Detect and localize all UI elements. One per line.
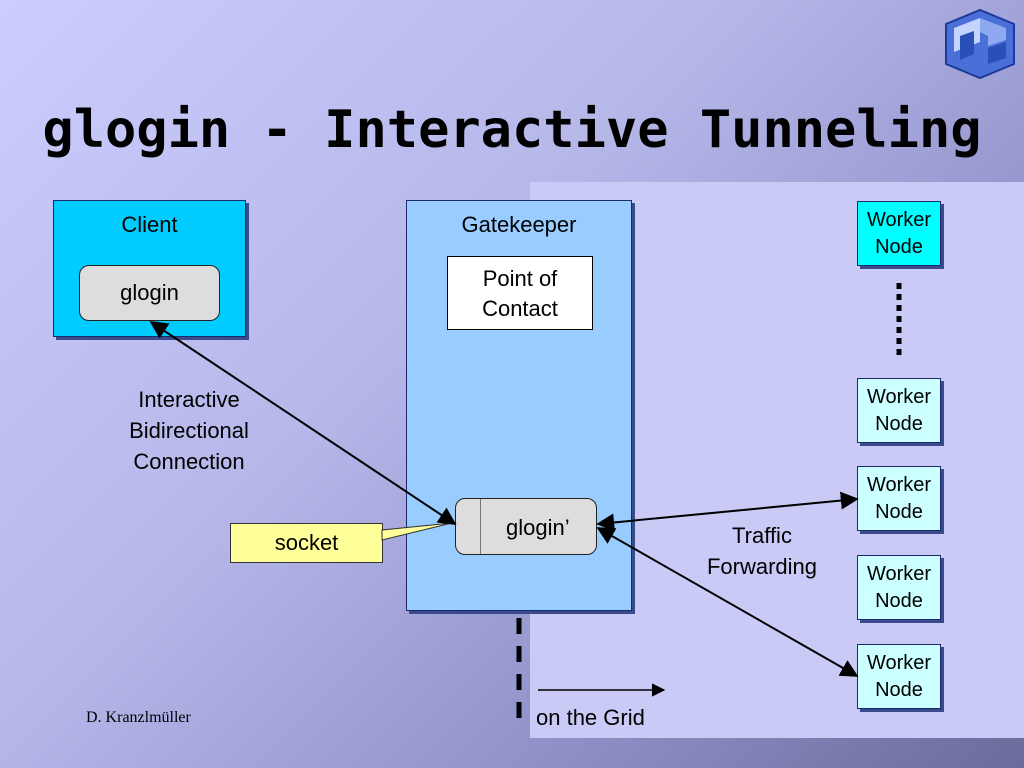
- worker-node-line2: Node: [875, 413, 923, 435]
- point-of-contact-box: Point of Contact: [447, 256, 593, 330]
- worker-node-line1: Worker: [866, 563, 932, 585]
- socket-callout-pointer: [381, 522, 453, 541]
- point-of-contact-line1: Point of: [482, 266, 558, 291]
- traffic-arrow-worker: [596, 491, 859, 532]
- gatekeeper-title: Gatekeeper: [461, 212, 577, 237]
- worker-node: Worker Node: [857, 644, 941, 709]
- worker-node-line1: Worker: [866, 474, 932, 496]
- worker-node-line1: Worker: [866, 209, 932, 231]
- slide-title: glogin - Interactive Tunneling: [42, 100, 982, 160]
- worker-node-line2: Node: [875, 590, 923, 612]
- client-title: Client: [121, 212, 178, 237]
- worker-node-line2: Node: [875, 679, 923, 701]
- gatekeeper-glogin-label: glogin’: [506, 515, 570, 540]
- worker-node-line1: Worker: [866, 386, 932, 408]
- on-the-grid-label: on the Grid: [536, 705, 645, 730]
- author-footer: D. Kranzlmüller: [86, 709, 191, 726]
- socket-callout: socket: [230, 523, 383, 563]
- gup-logo-icon: [945, 8, 1015, 80]
- interactive-connection-arrow: [149, 321, 457, 525]
- point-of-contact-line2: Contact: [482, 296, 558, 321]
- glogin-divider: [480, 499, 481, 554]
- worker-node: Worker Node: [857, 555, 941, 620]
- client-glogin-box: glogin: [79, 265, 220, 321]
- worker-node-line2: Node: [875, 501, 923, 523]
- worker-node: Worker Node: [857, 466, 941, 531]
- traffic-arrow-worker-bottom: [596, 527, 859, 677]
- client-glogin-label: glogin: [120, 280, 179, 305]
- worker-node-line1: Worker: [866, 652, 932, 674]
- worker-node: Worker Node: [857, 378, 941, 443]
- worker-node: Worker Node: [857, 201, 941, 266]
- worker-node-line2: Node: [875, 236, 923, 258]
